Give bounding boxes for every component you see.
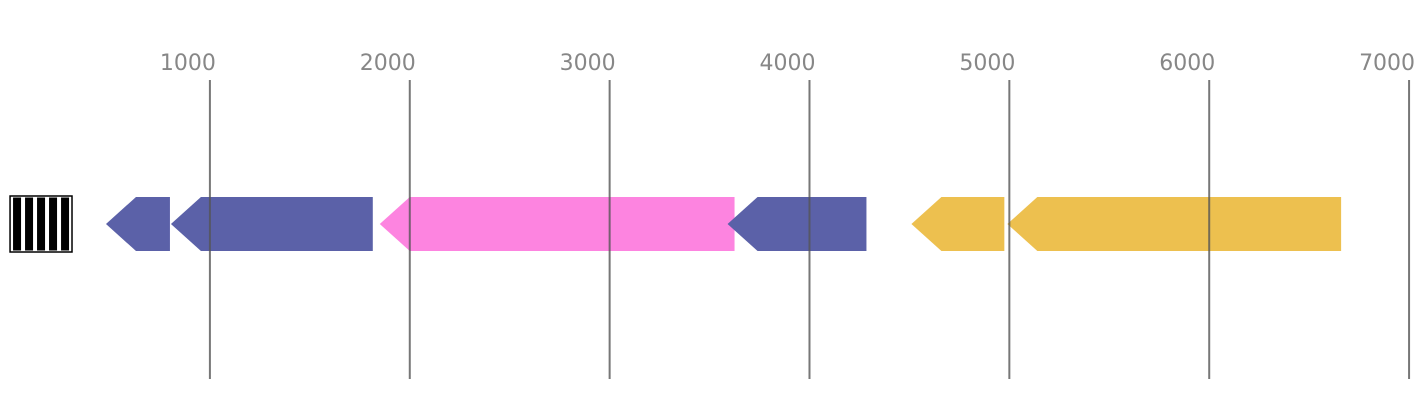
hatch-stripe <box>13 197 22 251</box>
gene-arrow-feature-3 <box>379 197 735 251</box>
gene-arrow-feature-1 <box>105 197 170 251</box>
hatch-stripe <box>37 197 46 251</box>
axis-tick-label: 1000 <box>160 51 216 76</box>
axis-tick-label: 4000 <box>759 51 815 76</box>
axis-tick-label: 5000 <box>959 51 1015 76</box>
axis-tick-label: 7000 <box>1359 51 1415 76</box>
axis-tick-label: 6000 <box>1159 51 1215 76</box>
hatch-stripe <box>49 197 58 251</box>
axis-tick-label: 3000 <box>560 51 616 76</box>
gene-arrow-feature-4 <box>727 197 867 251</box>
hatch-stripe <box>61 197 70 251</box>
gene-arrow-feature-5 <box>911 197 1005 251</box>
gene-arrow-feature-6 <box>1007 197 1342 251</box>
gene-arrow-feature-2 <box>170 197 373 251</box>
axis-tick-label: 2000 <box>360 51 416 76</box>
hatch-stripe <box>25 197 34 251</box>
